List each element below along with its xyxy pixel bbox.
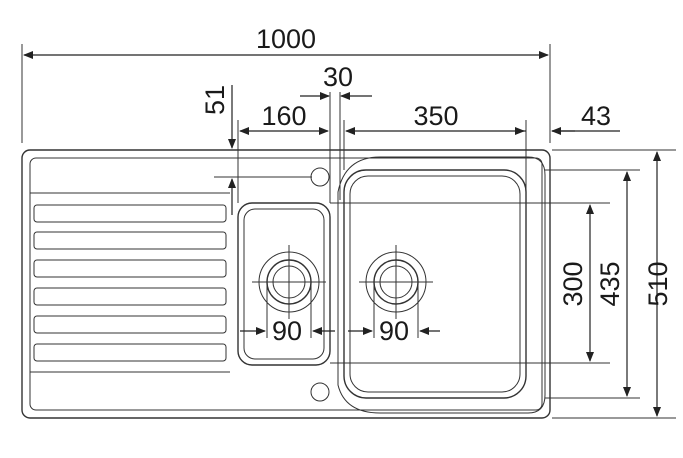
dim-tap-offset-label: 30 <box>323 62 353 92</box>
dim-drainer-to-tap: 51 <box>200 85 312 215</box>
dim-large-bowl-width: 350 <box>343 101 527 360</box>
dim-small-waste-diameter: 90 <box>240 282 335 346</box>
dim-tap-offset: 30 <box>300 62 372 200</box>
dim-overall-depth-label: 510 <box>643 261 673 306</box>
dim-small-waste-diameter-label: 90 <box>272 316 302 346</box>
large-bowl <box>337 156 546 414</box>
drainer-grooves <box>30 192 230 373</box>
small-bowl <box>237 202 331 366</box>
large-waste-outlet <box>359 245 433 319</box>
dim-inner-depth-label: 435 <box>595 261 625 306</box>
dim-overall-depth: 510 <box>552 149 676 419</box>
dim-small-bowl-width-label: 160 <box>261 101 306 131</box>
dim-small-bowl-width: 160 <box>237 101 331 203</box>
dim-bowl-depth-label: 300 <box>558 261 588 306</box>
small-waste-outlet <box>252 245 326 319</box>
dim-right-edge-offset: 43 <box>520 101 620 135</box>
dim-overall-width-label: 1000 <box>256 24 316 54</box>
tap-hole-bottom <box>310 382 330 402</box>
dim-overall-width: 1000 <box>21 24 551 143</box>
dim-bowl-depth: 300 <box>330 202 610 364</box>
tap-hole-top <box>310 167 330 187</box>
sink-outline <box>21 149 551 419</box>
dim-large-waste-diameter: 90 <box>348 282 440 346</box>
dim-inner-depth: 435 <box>545 169 640 399</box>
dim-drainer-to-tap-label: 51 <box>200 85 230 115</box>
dim-right-edge-offset-label: 43 <box>581 101 611 131</box>
dim-large-waste-diameter-label: 90 <box>379 316 409 346</box>
dim-large-bowl-width-label: 350 <box>413 101 458 131</box>
